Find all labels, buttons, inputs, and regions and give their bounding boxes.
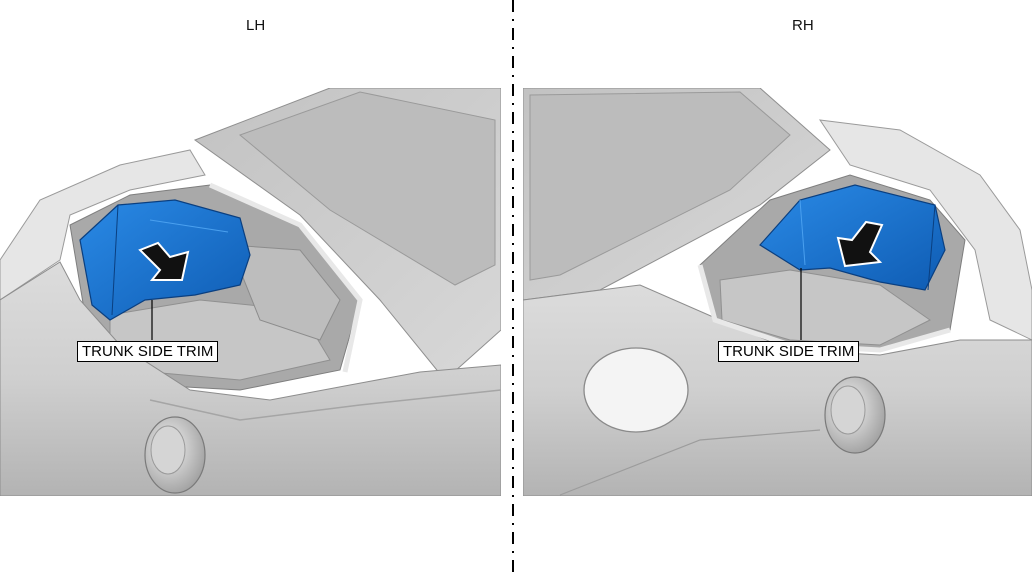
lh-direction-arrow-icon: [138, 241, 190, 281]
lh-view-illustration: [0, 88, 501, 496]
rh-trunk-side-trim-callout: TRUNK SIDE TRIM: [718, 341, 860, 362]
lh-heading: LH: [246, 17, 266, 34]
rh-direction-arrow-icon: [836, 220, 884, 268]
rh-view-illustration: [523, 88, 1032, 496]
rh-heading: RH: [792, 17, 814, 34]
lh-trunk-side-trim-callout: TRUNK SIDE TRIM: [77, 341, 219, 362]
rh-trunk-side-trim: [759, 184, 946, 291]
